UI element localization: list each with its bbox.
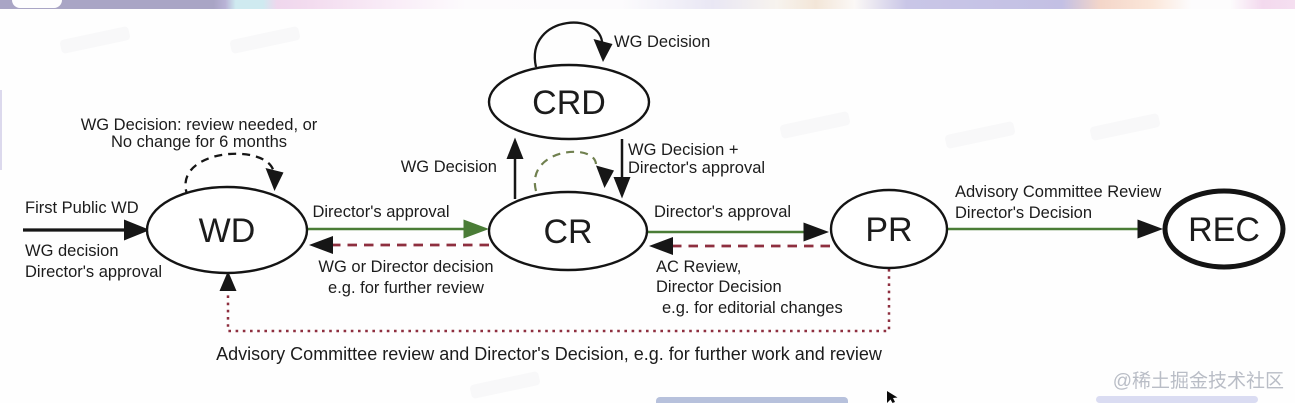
edge-pr-to-rec: Advisory Committee Review Director's Dec… (947, 183, 1163, 239)
cr-self-loop-arrowhead-icon (596, 165, 614, 188)
pr-label: PR (865, 211, 912, 249)
cr-to-pr-label: Director's approval (654, 203, 791, 221)
pr-to-rec-label-line2: Director's Decision (955, 204, 1092, 222)
edge-wd-self-loop: WG Decision: review needed, or No change… (81, 116, 318, 198)
bottom-bar-remnant (656, 397, 848, 403)
left-edge-remnant (0, 90, 2, 170)
edge-cr-to-wd: WG or Director decision e.g. for further… (309, 236, 494, 297)
wd-ellipse (145, 185, 309, 275)
node-cr: CR (487, 190, 649, 272)
pr-to-rec-label-line1: Advisory Committee Review (955, 183, 1161, 201)
crd-label: CRD (532, 84, 606, 122)
cr-to-wd-label-line1: WG or Director decision (318, 258, 493, 276)
cr-self-loop-arc (533, 150, 598, 192)
node-pr: PR (829, 188, 949, 270)
pr-to-cr-label-line1: AC Review, (656, 258, 741, 276)
edge-cr-to-pr: Director's approval (648, 203, 829, 242)
node-crd: CRD (487, 63, 651, 141)
cr-to-wd-arrowhead-icon (309, 236, 333, 254)
mouse-cursor-icon (887, 391, 898, 403)
wg-decision-label: WG decision (25, 242, 119, 260)
crd-to-cr-arrowhead-icon (613, 177, 631, 199)
top-pastel-strip (0, 0, 1295, 9)
crd-ellipse (487, 63, 651, 141)
pr-to-rec-arrowhead-icon (1137, 219, 1163, 239)
wd-loop-label-line2: No change for 6 months (111, 133, 287, 151)
edge-pr-to-wd: Advisory Committee review and Director's… (216, 269, 891, 364)
cr-label: CR (543, 213, 592, 251)
cr-to-crd-arrowhead-icon (506, 137, 524, 159)
cr-to-wd-label-line2: e.g. for further review (328, 279, 484, 297)
pr-to-wd-dotted-path (226, 269, 891, 333)
pr-ellipse (829, 188, 949, 270)
edge-crd-to-cr: WG Decision + Director's approval (613, 139, 765, 199)
wd-to-cr-label: Director's approval (312, 203, 449, 221)
pr-to-cr-label-line3: e.g. for editorial changes (662, 299, 843, 317)
edge-cr-self-loop (533, 150, 614, 192)
pr-to-wd-caption: Advisory Committee review and Director's… (216, 344, 883, 364)
crd-to-cr-label-line2: Director's approval (628, 159, 765, 177)
wd-to-cr-arrowhead-icon (463, 219, 489, 239)
crd-self-loop-arrowhead-icon (593, 39, 613, 62)
node-rec: REC (1162, 188, 1286, 270)
edge-crd-self-loop: WG Decision (533, 21, 710, 68)
first-public-arrowhead-icon (124, 219, 150, 241)
cr-to-pr-arrowhead-icon (803, 222, 829, 242)
top-strip-white-bump (12, 0, 62, 8)
crd-self-loop-arc (533, 21, 604, 68)
rec-ellipse (1162, 188, 1286, 270)
crd-loop-label: WG Decision (614, 33, 710, 51)
wd-self-loop-arc (184, 152, 276, 198)
cr-to-crd-label: WG Decision (401, 158, 497, 176)
wd-label: WD (199, 212, 256, 250)
cr-ellipse (487, 190, 649, 272)
crd-to-cr-label-line1: WG Decision + (628, 141, 739, 159)
pr-to-cr-arrowhead-icon (649, 237, 673, 255)
wd-self-loop-arrowhead-icon (265, 168, 284, 191)
pr-to-cr-label-line2: Director Decision (656, 278, 782, 296)
directors-approval-label: Director's approval (25, 263, 162, 281)
edge-pr-to-cr: AC Review, Director Decision e.g. for ed… (649, 237, 843, 317)
node-wd: WD (145, 185, 309, 275)
pr-to-wd-arrowhead-icon (219, 271, 237, 291)
edge-wd-to-cr: Director's approval (308, 203, 489, 239)
bottom-bar-remnant (1096, 396, 1258, 403)
edge-first-public-wd: First Public WD WG decision Director's a… (23, 199, 162, 281)
wd-loop-label-line1: WG Decision: review needed, or (81, 116, 318, 134)
first-public-wd-label: First Public WD (25, 199, 139, 217)
edge-cr-to-crd: WG Decision (401, 137, 524, 199)
rec-label: REC (1188, 211, 1260, 249)
site-watermark: @稀土掘金技术社区 (1113, 370, 1284, 392)
